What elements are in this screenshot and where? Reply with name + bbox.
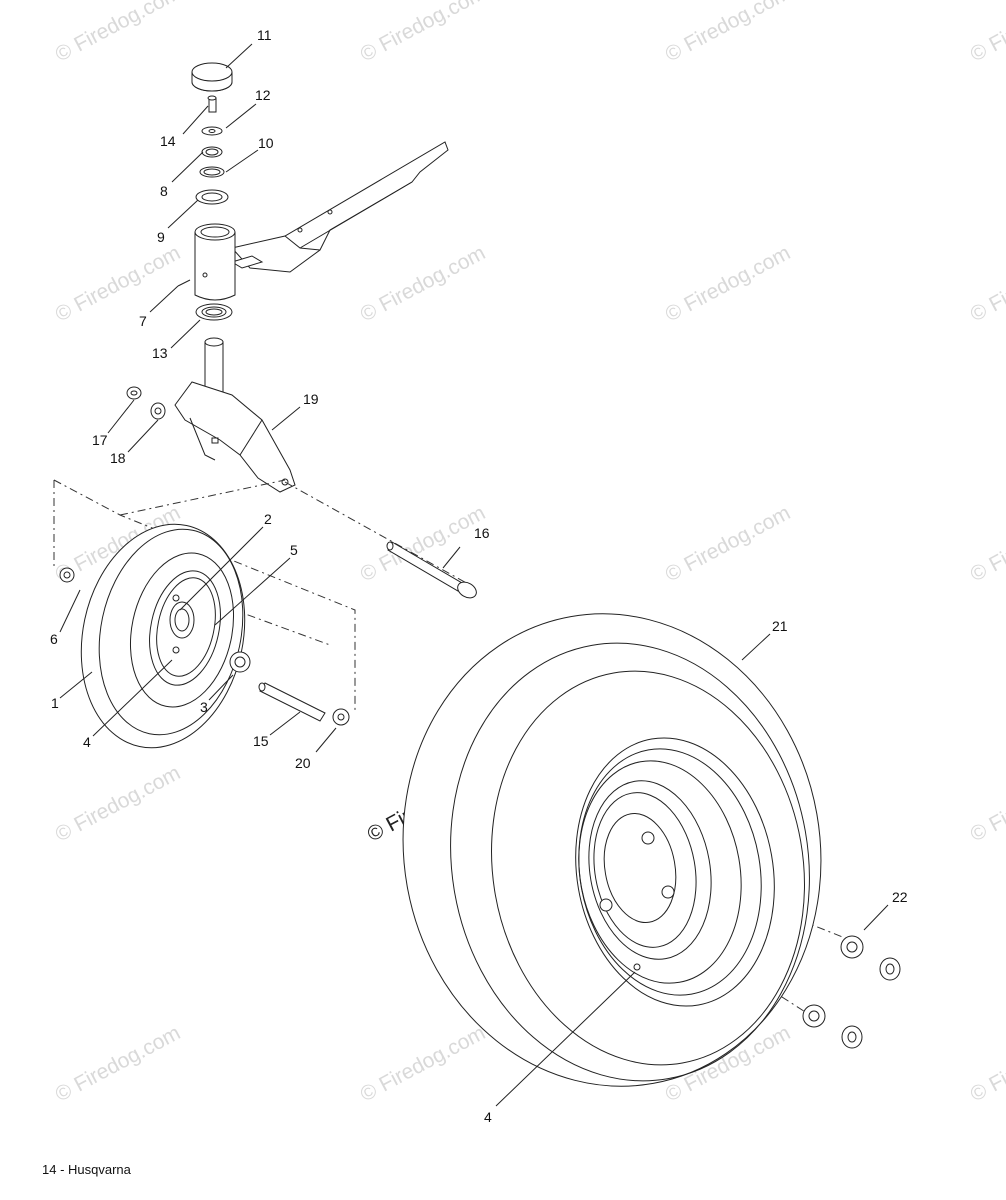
callout-11: 11 (257, 27, 272, 43)
caster-fork (174, 337, 296, 493)
callout-9: 9 (157, 229, 165, 245)
watermark: © Firedog.com (357, 501, 490, 586)
watermark: © Firedog.com (52, 761, 185, 846)
callout-18: 18 (110, 450, 126, 466)
drive-wheel (402, 613, 822, 1087)
callout-13: 13 (152, 345, 168, 361)
watermark: © Firedog.com (967, 1021, 1006, 1106)
caster-hardware (59, 567, 350, 726)
watermark: © Firedog.com (52, 0, 185, 66)
watermark: © Firedog.com (967, 501, 1006, 586)
callout-17: 17 (92, 432, 108, 448)
watermark: © Firedog.com (52, 241, 185, 326)
callouts: 11 12 14 10 8 9 7 13 19 17 18 2 16 5 6 2… (50, 27, 908, 1125)
caster-wheel (80, 523, 246, 749)
callout-6: 6 (50, 631, 58, 647)
watermark: © Firedog.com (967, 0, 1006, 66)
page-footer: 14 - Husqvarna (42, 1162, 131, 1177)
callout-14: 14 (160, 133, 176, 149)
watermark: © Firedog.com (662, 501, 795, 586)
callout-15: 15 (253, 733, 269, 749)
callout-20: 20 (295, 755, 311, 771)
fork-fasteners (126, 386, 166, 420)
callout-4: 4 (83, 734, 91, 750)
callout-16: 16 (474, 525, 490, 541)
callout-12: 12 (255, 87, 271, 103)
callout-2: 2 (264, 511, 272, 527)
callout-3: 3 (200, 699, 208, 715)
axle-bolt (386, 541, 477, 599)
callout-5: 5 (290, 542, 298, 558)
watermark: © Firedog.com (52, 1021, 185, 1106)
watermark: © Firedog.com (967, 761, 1006, 846)
callout-1: 1 (51, 695, 59, 711)
watermark: © Firedog.com (662, 241, 795, 326)
watermark: © Firedog.com (967, 241, 1006, 326)
callout-7: 7 (139, 313, 147, 329)
watermark: © Firedog.com (357, 1021, 490, 1106)
leader-lines (59, 43, 889, 1107)
watermark: © Firedog.com (662, 0, 795, 66)
callout-4: 4 (484, 1109, 492, 1125)
watermark: © Firedog.com (357, 241, 490, 326)
callout-19: 19 (303, 391, 319, 407)
caster-housing (177, 223, 236, 301)
callout-8: 8 (160, 183, 168, 199)
callout-21: 21 (772, 618, 788, 634)
callout-22: 22 (892, 889, 908, 905)
watermark: © Firedog.com (357, 0, 490, 66)
callout-10: 10 (258, 135, 274, 151)
lug-nuts (802, 935, 901, 1049)
frame-arm (230, 141, 449, 273)
bearing-stack (191, 62, 233, 321)
